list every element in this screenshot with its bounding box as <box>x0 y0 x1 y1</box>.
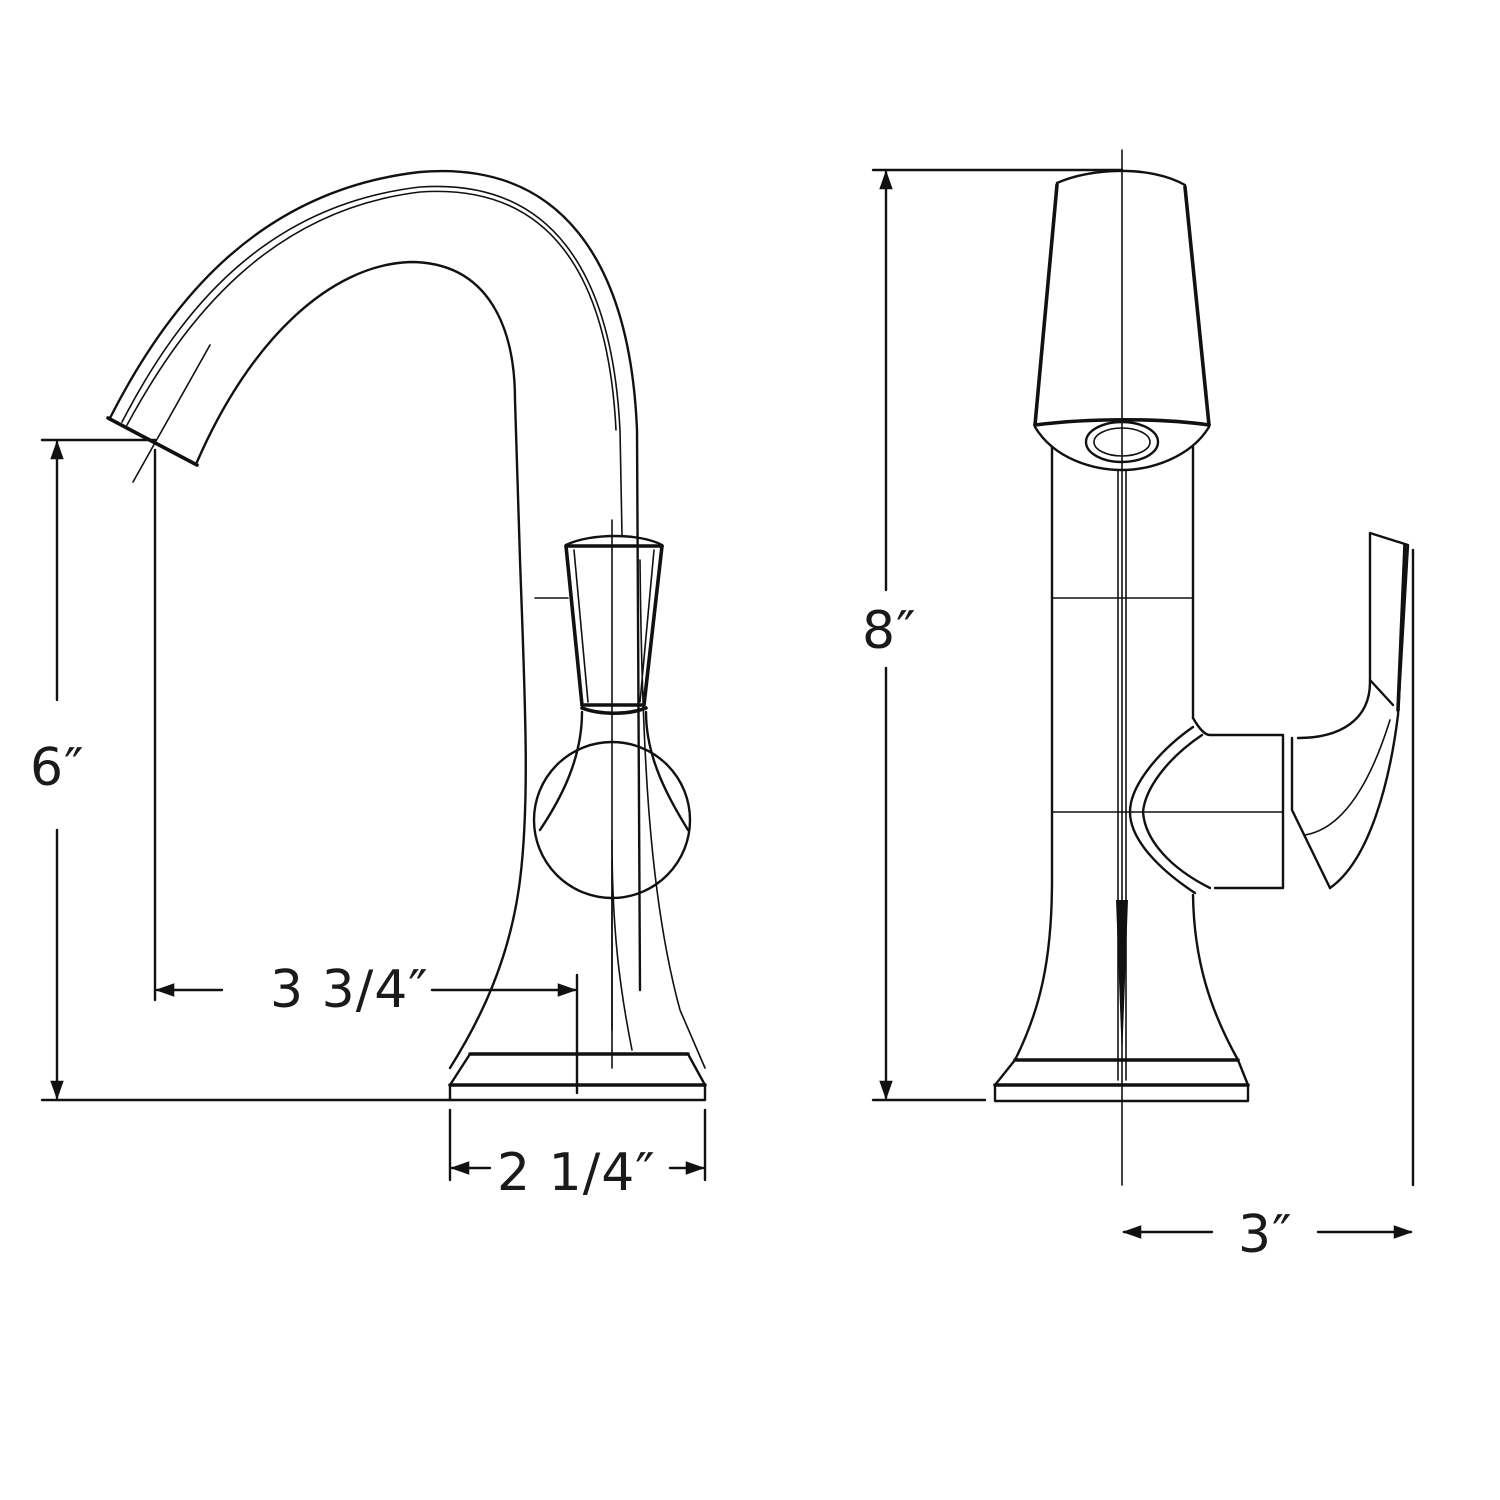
front-view: 8″ 3″ <box>862 149 1415 1265</box>
spout-body <box>1033 417 1211 427</box>
base-width-label: 2 1/4″ <box>497 1143 656 1203</box>
handle-offset-label: 3″ <box>1238 1205 1293 1265</box>
spout-outer-outline <box>108 169 642 992</box>
spout-height-label: 6″ <box>30 738 85 798</box>
spout-top-cap <box>1055 169 1187 187</box>
handle-lever-front <box>1290 736 1332 890</box>
overall-height-label: 8″ <box>862 601 917 661</box>
spout-tip <box>106 416 199 467</box>
side-view: 6″ 3 3/4″ 2 1/4″ <box>30 169 707 1203</box>
handle-lever <box>564 544 664 707</box>
handle-cap <box>564 534 664 547</box>
spout-underside <box>195 260 527 1070</box>
spout-inner-line <box>121 185 623 536</box>
spout-reach-label: 3 3/4″ <box>270 960 429 1020</box>
body-left <box>1013 445 1054 1062</box>
